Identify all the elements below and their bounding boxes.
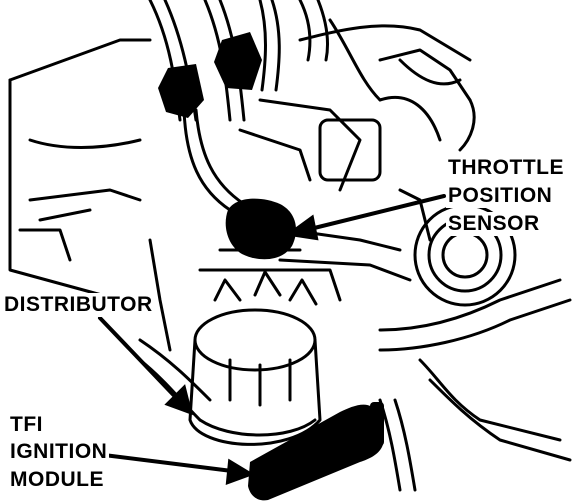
throttle-position-sensor-label-line-3: SENSOR	[446, 212, 542, 236]
tfi-arrowhead	[225, 458, 255, 485]
throttle-position-sensor-shape	[225, 198, 296, 260]
wire-boot-right	[214, 32, 262, 90]
distributor-body	[188, 248, 342, 446]
tfi-leader-line	[102, 453, 242, 474]
tps-leader-line	[296, 194, 446, 234]
distributor-arrowhead	[164, 384, 193, 416]
tps-arrowhead	[284, 214, 319, 241]
hoses	[378, 278, 572, 492]
distributor-label: DISTRIBUTOR	[2, 293, 155, 317]
tfi-module-shape	[248, 404, 384, 501]
distributor-leader-line	[98, 316, 186, 408]
wire-boot-left	[158, 64, 204, 118]
tfi-ignition-module-label-line-3: MODULE	[8, 468, 106, 492]
tfi-ignition-module-label-line-2: IGNITION	[8, 440, 110, 464]
spark-plug-wires	[148, 0, 330, 212]
throttle-position-sensor-label-line-2: POSITION	[446, 184, 555, 208]
throttle-position-sensor-label-line-1: THROTTLE	[446, 156, 566, 180]
tfi-ignition-module-label-line-1: TFI	[8, 413, 45, 437]
intake-manifold	[8, 18, 476, 302]
